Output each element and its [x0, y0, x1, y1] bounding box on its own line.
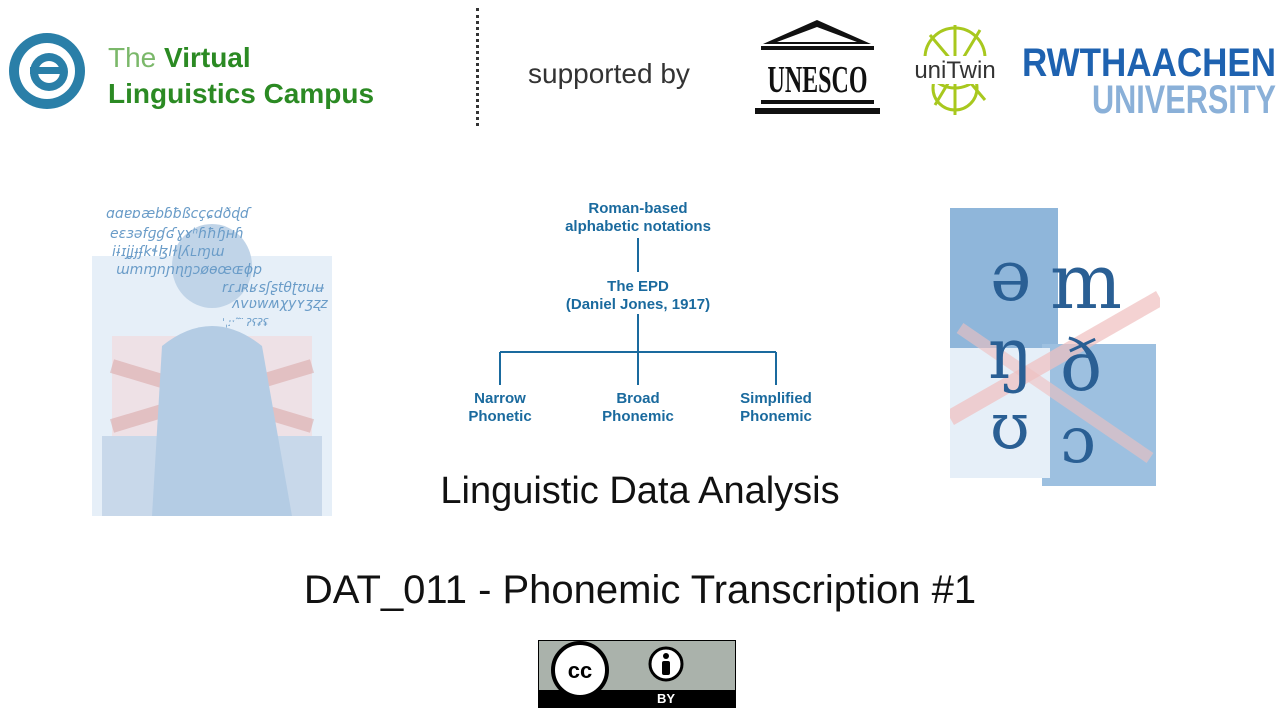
phonetic-alphabet-collage: ɑɑɐɒæbɓƀßcçɕdðɖɗ eɛɜəfɡɠʛɣɤʰɦħɧʜɦ iɨɪjʝɟ…: [92, 206, 332, 516]
rwth-line2: UNIVERSITY: [1092, 78, 1276, 116]
diagram-leaf-simplified-line2: Phonemic: [740, 408, 812, 425]
letters-row7: ˈˌːˑ ̃ ̈ ʔʕʡʢ: [222, 316, 269, 329]
diagram-epd-node: The EPD (Daniel Jones, 1917): [528, 278, 748, 314]
unitwin-logo: uniTwin: [904, 25, 1006, 115]
diagram-connectors: [499, 238, 777, 385]
letters-row5: rɾɹʀʁsʃʂtθʈʊuʉ: [222, 280, 324, 296]
diagram-root-line2: alphabetic notations: [565, 218, 711, 235]
diagram-leaf-simplified-line1: Simplified: [740, 390, 812, 407]
diagram-epd-line1: The EPD: [607, 278, 669, 295]
ipa-symbol-eth: ð: [1060, 325, 1102, 407]
vlc-title: The Virtual Linguistics Campus: [108, 40, 374, 112]
unitwin-text: uniTwin: [914, 57, 995, 84]
vlc-logo: [9, 33, 85, 109]
rwth-line1: RWTHAACHEN: [1022, 41, 1276, 85]
ipa-symbol-upsilon: ʊ: [990, 390, 1030, 464]
header-divider: [476, 8, 479, 126]
by-label: BY: [657, 691, 675, 706]
diagram-root-node: Roman-based alphabetic notations: [528, 200, 748, 236]
notation-tree-diagram: Roman-based alphabetic notations The EPD…: [430, 190, 850, 440]
diagram-epd-line2: (Daniel Jones, 1917): [565, 296, 711, 313]
letters-row2: eɛɜəfɡɠʛɣɤʰɦħɧʜɦ: [110, 226, 244, 242]
cc-icon: [551, 641, 609, 699]
supported-by-label: supported by: [528, 58, 690, 89]
diagram-leaf-simplified: Simplified Phonemic: [716, 390, 836, 426]
diagram-leaf-narrow: Narrow Phonetic: [440, 390, 560, 426]
cc-by-license-badge[interactable]: cc BY: [538, 640, 736, 708]
unesco-logo: UNESCO: [755, 20, 880, 114]
diagram-leaf-narrow-line1: Narrow: [474, 390, 526, 407]
letters-row3: iɨɪjʝɟʄkɬɮlɫɭʎʟɱɯ: [112, 244, 225, 260]
diagram-root-line1: Roman-based: [588, 200, 688, 217]
diagram-leaf-narrow-line2: Phonetic: [468, 408, 532, 425]
diagram-leaf-broad: Broad Phonemic: [578, 390, 698, 426]
diagram-leaf-broad-line2: Phonemic: [602, 408, 674, 425]
ipa-symbol-open-o: ɔ: [1060, 404, 1096, 478]
vlc-title-the: The: [108, 42, 157, 73]
letters-row4: ɯmɱnɲɳŋɔøɵœɶɸp: [116, 262, 262, 278]
ipa-symbol-m: m: [1050, 237, 1122, 326]
page-title: Linguistic Data Analysis: [440, 470, 840, 512]
ipa-symbols-collage: ə m ŋ ð ʊ ɔ: [950, 208, 1160, 486]
ipa-symbol-eng: ŋ: [988, 313, 1033, 395]
unesco-text: UNESCO: [768, 59, 868, 101]
rwth-logo: RWTHAACHEN UNIVERSITY: [1022, 41, 1276, 116]
letters-row6: ʌvʋwʍχyʏʒʐz: [231, 296, 328, 312]
letters-row1: ɑɑɐɒæbɓƀßcçɕdðɖɗ: [106, 206, 252, 222]
ipa-symbol-schwa: ə: [990, 235, 1031, 317]
cc-icon-text: cc: [568, 658, 592, 683]
page-subtitle: DAT_011 - Phonemic Transcription #1: [303, 568, 977, 612]
diagram-leaf-broad-line1: Broad: [616, 390, 660, 407]
vlc-title-line2: Linguistics Campus: [108, 78, 375, 109]
vlc-title-virtual: Virtual: [164, 42, 251, 73]
